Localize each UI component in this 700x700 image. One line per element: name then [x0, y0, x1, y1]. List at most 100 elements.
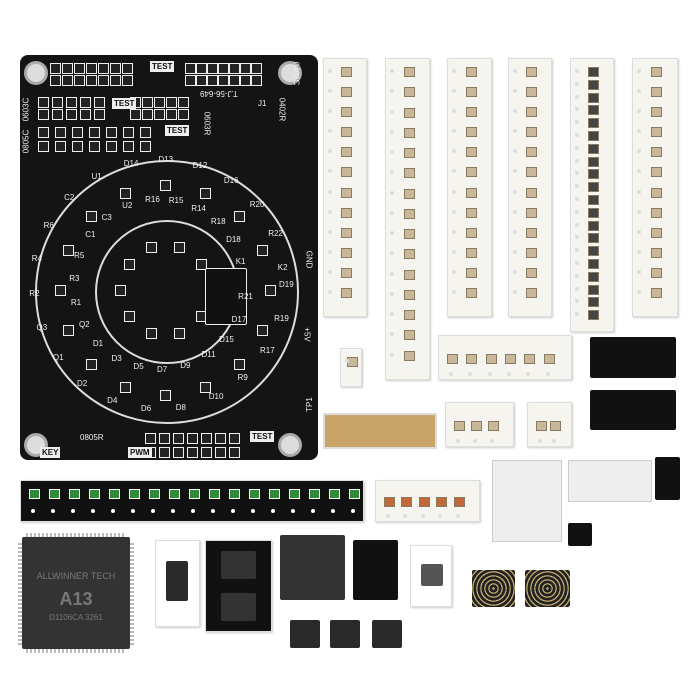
solder-pad	[74, 75, 85, 86]
sprocket-hole	[438, 514, 443, 518]
sprocket-hole	[390, 190, 394, 195]
sprocket-hole	[575, 312, 579, 317]
size-label: 0402R	[277, 97, 287, 122]
soic8-chip	[290, 620, 320, 648]
sprocket-hole	[452, 229, 456, 234]
component-label: R22	[268, 229, 283, 239]
tape-pocket	[465, 187, 477, 198]
solder-pad	[234, 359, 246, 371]
sprocket-hole	[328, 149, 332, 154]
solder-pad	[154, 109, 165, 120]
tape-pocket	[651, 187, 662, 198]
component-label: D12	[192, 161, 208, 171]
sprocket-hole	[452, 129, 456, 134]
solder-pad	[66, 97, 77, 108]
solder-pad	[89, 127, 100, 138]
solder-pad	[72, 141, 83, 152]
tape-pocket	[341, 187, 352, 198]
gnd-label: GND	[304, 250, 314, 269]
tape-pocket	[453, 497, 465, 507]
solder-pad	[55, 285, 66, 296]
solder-pad	[115, 285, 126, 296]
tape-pocket	[341, 167, 352, 178]
tape-pocket	[341, 127, 352, 138]
sprocket-hole	[513, 209, 517, 214]
tape-pocket	[403, 310, 415, 321]
tape-pocket	[436, 497, 448, 507]
chip-tape	[410, 545, 452, 607]
sprocket-hole	[637, 169, 641, 174]
tape-pocket	[465, 67, 477, 77]
component-label: D7	[156, 364, 168, 374]
solder-pad	[218, 63, 229, 74]
solder-pad	[159, 433, 170, 444]
sprocket-hole	[513, 69, 517, 73]
tape-pocket	[524, 353, 536, 364]
tape-pocket	[403, 249, 415, 260]
led	[349, 489, 360, 499]
tape-pocket	[341, 287, 352, 298]
tape-pocket	[588, 207, 599, 218]
component-tape	[438, 335, 572, 380]
solder-pad	[50, 63, 61, 74]
test-label: TEST	[150, 61, 175, 72]
tape-pocket	[588, 92, 599, 103]
component-label: R19	[274, 314, 289, 324]
tape-pocket	[526, 247, 537, 258]
part-number: T.J-56-649	[200, 89, 238, 98]
fpc-connector	[323, 413, 437, 449]
component-label: D19	[279, 280, 294, 289]
sprocket-hole	[328, 129, 332, 134]
tape-pocket	[588, 271, 599, 282]
tape-pocket	[454, 420, 465, 431]
tape-pocket	[526, 267, 537, 278]
tape-pocket	[465, 207, 477, 218]
sprocket-hole	[468, 372, 473, 376]
dpak-chip	[590, 390, 676, 430]
component-label: U2	[122, 201, 133, 211]
tape-pocket	[526, 227, 537, 238]
led	[69, 489, 80, 499]
tape-pocket	[588, 233, 599, 244]
sprocket-hole	[390, 109, 394, 114]
cpu-model: A13	[59, 589, 93, 609]
led	[189, 489, 200, 499]
solder-pad	[86, 63, 97, 74]
solder-pad	[74, 63, 85, 74]
sprocket-hole	[538, 439, 542, 443]
tape-pocket	[588, 310, 599, 321]
tape-pocket	[505, 353, 516, 364]
tape-pocket	[471, 420, 482, 431]
tape-pocket	[526, 167, 537, 178]
tape-pocket	[526, 107, 537, 118]
led	[129, 489, 140, 499]
tape-pocket	[403, 168, 415, 179]
sprocket-hole	[513, 129, 517, 134]
sprocket-hole	[328, 189, 332, 194]
tape-pocket	[466, 353, 478, 364]
solder-pad	[38, 109, 49, 120]
solder-pad	[66, 109, 77, 120]
cpu-brand: ALLWINNER TECH	[36, 571, 116, 581]
sprocket-hole	[575, 94, 579, 99]
solder-pad	[55, 141, 66, 152]
tape-pocket	[341, 267, 352, 278]
sprocket-hole	[91, 509, 95, 513]
sprocket-hole	[575, 299, 579, 304]
solder-pad	[251, 63, 262, 74]
sprocket-hole	[390, 69, 394, 73]
component-label: C3	[101, 213, 112, 223]
solder-pad	[140, 141, 151, 152]
solder-pad	[62, 244, 74, 256]
component-label: D14	[123, 158, 139, 168]
sprocket-hole	[513, 229, 517, 234]
sprocket-hole	[575, 248, 579, 253]
sprocket-hole	[452, 289, 456, 294]
solder-pad	[178, 109, 189, 120]
solder-pad	[200, 382, 212, 393]
solder-pad	[146, 327, 158, 339]
component-tape	[340, 348, 362, 387]
sprocket-hole	[637, 109, 641, 114]
sprocket-hole	[575, 145, 579, 150]
solder-pad	[55, 127, 66, 138]
